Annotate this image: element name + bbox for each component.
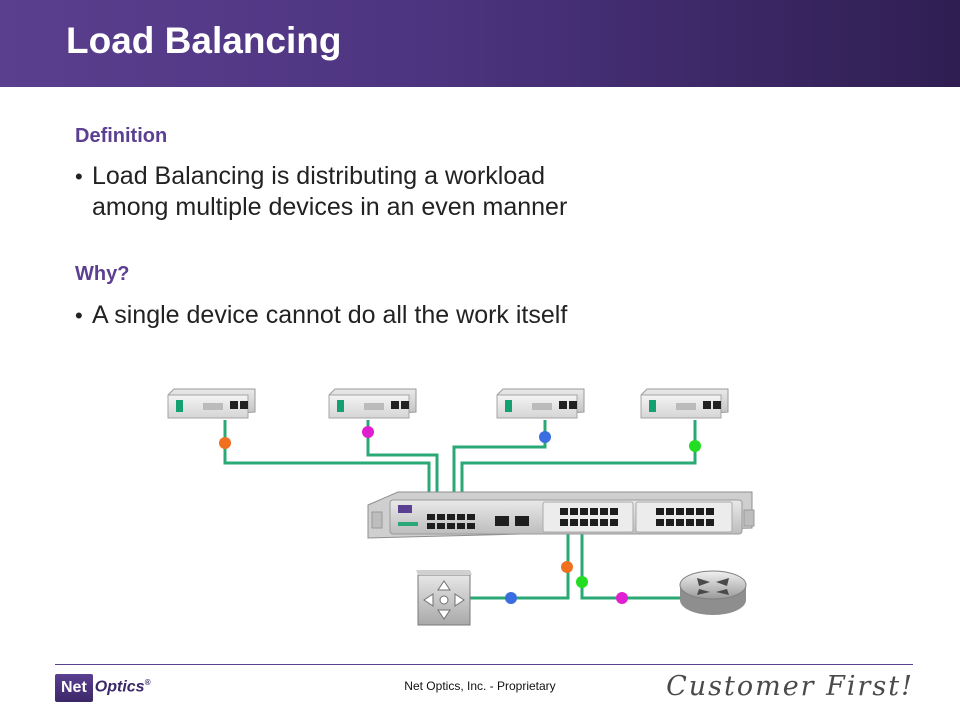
definition-line-2: among multiple devices in an even manner [92,193,568,221]
dot-green-top [689,440,701,452]
appliance-1 [167,388,256,419]
logo-net: Net [55,673,93,702]
slide-title: Load Balancing [66,20,342,61]
link-router [580,528,682,600]
appliance-2 [328,388,417,419]
title-bar: Load Balancing [0,0,960,87]
footer-proprietary: Net Optics, Inc. - Proprietary [404,679,556,693]
net-optics-logo: Net Optics® [55,672,150,703]
dot-magenta-top [362,426,374,438]
appliance-3 [496,388,585,419]
load-balancing-switch [367,491,755,539]
dot-blue-bottom [505,592,517,604]
logo-optics-text: Optics [94,678,145,696]
tagline: Customer First! [666,671,914,702]
appliance-4 [640,388,729,419]
definition-bullet: • Load Balancing is distributing a workl… [75,161,567,223]
bullet-dot-icon: • [75,303,83,328]
why-line-1: A single device cannot do all the work i… [92,301,568,329]
why-heading: Why? [75,263,130,285]
why-bullet: • A single device cannot do all the work… [75,300,567,331]
switch-icon [416,570,472,626]
logo-registered-mark: ® [144,678,151,688]
dot-green-bottom [576,576,588,588]
dot-orange-bottom [561,561,573,573]
connection-dots [219,426,701,604]
footer-divider [55,664,913,665]
dot-magenta-bottom [616,592,628,604]
bullet-dot-icon: • [75,164,83,189]
logo-optics: Optics® [95,678,151,696]
dot-blue-top [539,431,551,443]
definition-heading: Definition [75,125,168,147]
router-icon [679,570,747,615]
definition-line-1: Load Balancing is distributing a workloa… [92,162,546,190]
dot-orange-top [219,437,231,449]
